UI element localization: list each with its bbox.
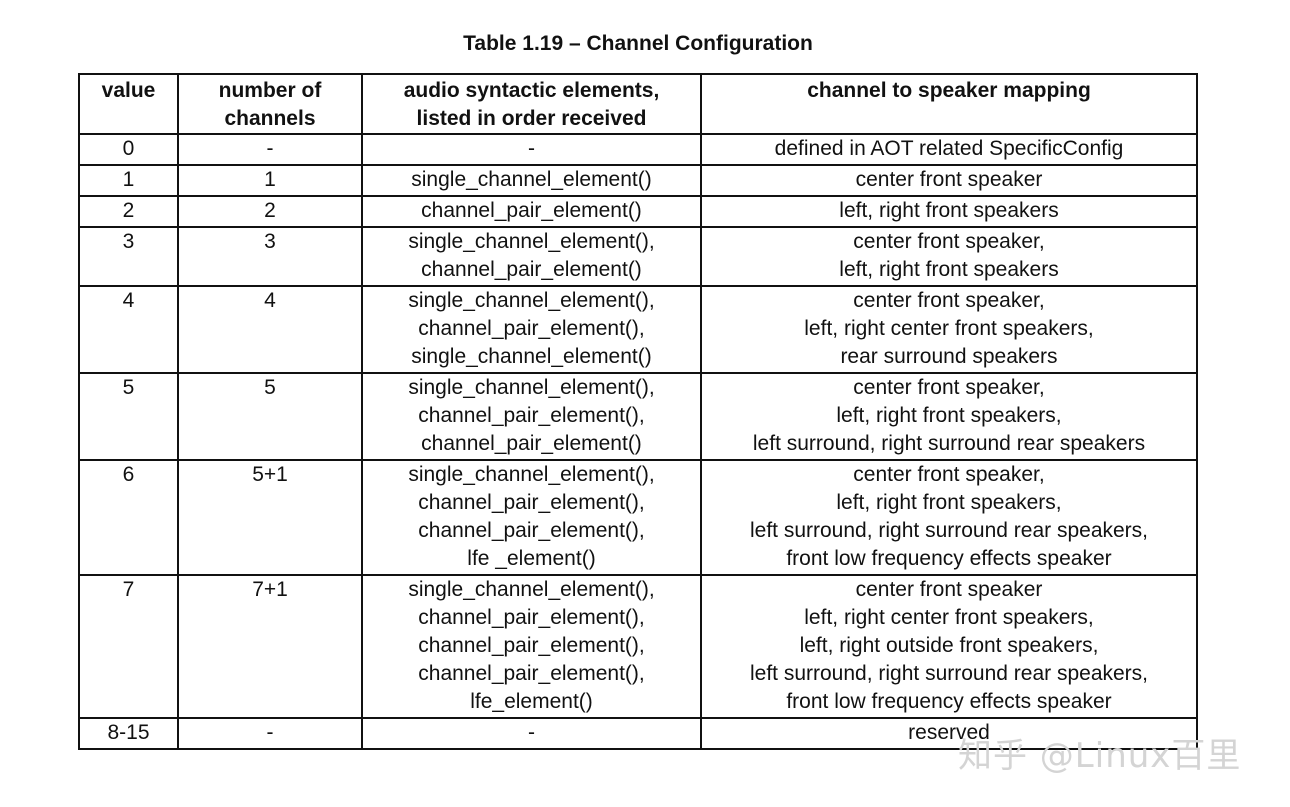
table-row: 0 - - defined in AOT related SpecificCon… xyxy=(78,133,1198,166)
cell-mapping: center front speaker xyxy=(700,164,1198,197)
table-row: 7 7+1 single_channel_element(), channel_… xyxy=(78,574,1198,719)
cell-mapping: defined in AOT related SpecificConfig xyxy=(700,133,1198,166)
cell-value: 5 xyxy=(78,372,179,461)
cell-mapping: center front speaker, left, right front … xyxy=(700,459,1198,576)
cell-elements: single_channel_element(), channel_pair_e… xyxy=(361,226,702,287)
cell-mapping: center front speaker, left, right front … xyxy=(700,226,1198,287)
cell-channels: 5+1 xyxy=(177,459,363,576)
cell-channels: 2 xyxy=(177,195,363,228)
channel-configuration-table: value number of channels audio syntactic… xyxy=(78,73,1198,750)
cell-elements: single_channel_element(), channel_pair_e… xyxy=(361,285,702,374)
cell-elements: single_channel_element(), channel_pair_e… xyxy=(361,574,702,719)
cell-mapping: center front speaker left, right center … xyxy=(700,574,1198,719)
cell-elements: single_channel_element(), channel_pair_e… xyxy=(361,459,702,576)
cell-channels: 5 xyxy=(177,372,363,461)
table-row: 4 4 single_channel_element(), channel_pa… xyxy=(78,285,1198,374)
watermark: 知乎 @Linux百里 xyxy=(958,736,1242,776)
column-header-elements: audio syntactic elements, listed in orde… xyxy=(361,73,702,135)
cell-channels: 3 xyxy=(177,226,363,287)
column-header-mapping: channel to speaker mapping xyxy=(700,73,1198,135)
cell-value: 0 xyxy=(78,133,179,166)
cell-channels: 7+1 xyxy=(177,574,363,719)
table-row: 1 1 single_channel_element() center fron… xyxy=(78,164,1198,197)
cell-elements: - xyxy=(361,717,702,750)
cell-elements: single_channel_element() xyxy=(361,164,702,197)
cell-value: 4 xyxy=(78,285,179,374)
table-row: 3 3 single_channel_element(), channel_pa… xyxy=(78,226,1198,287)
cell-mapping: center front speaker, left, right center… xyxy=(700,285,1198,374)
column-header-channels: number of channels xyxy=(177,73,363,135)
table-caption: Table 1.19 – Channel Configuration xyxy=(463,32,813,55)
cell-mapping: left, right front speakers xyxy=(700,195,1198,228)
cell-value: 7 xyxy=(78,574,179,719)
cell-mapping: center front speaker, left, right front … xyxy=(700,372,1198,461)
cell-elements: single_channel_element(), channel_pair_e… xyxy=(361,372,702,461)
cell-channels: - xyxy=(177,717,363,750)
cell-elements: channel_pair_element() xyxy=(361,195,702,228)
column-header-value: value xyxy=(78,73,179,135)
cell-channels: 1 xyxy=(177,164,363,197)
header-row: value number of channels audio syntactic… xyxy=(78,73,1198,135)
cell-elements: - xyxy=(361,133,702,166)
cell-channels: 4 xyxy=(177,285,363,374)
cell-channels: - xyxy=(177,133,363,166)
cell-value: 1 xyxy=(78,164,179,197)
cell-mapping: reserved xyxy=(700,717,1198,750)
table-row: 8-15 - - reserved xyxy=(78,717,1198,750)
cell-value: 6 xyxy=(78,459,179,576)
table-row: 2 2 channel_pair_element() left, right f… xyxy=(78,195,1198,228)
table-row: 5 5 single_channel_element(), channel_pa… xyxy=(78,372,1198,461)
cell-value: 2 xyxy=(78,195,179,228)
table-row: 6 5+1 single_channel_element(), channel_… xyxy=(78,459,1198,576)
cell-value: 8-15 xyxy=(78,717,179,750)
cell-value: 3 xyxy=(78,226,179,287)
